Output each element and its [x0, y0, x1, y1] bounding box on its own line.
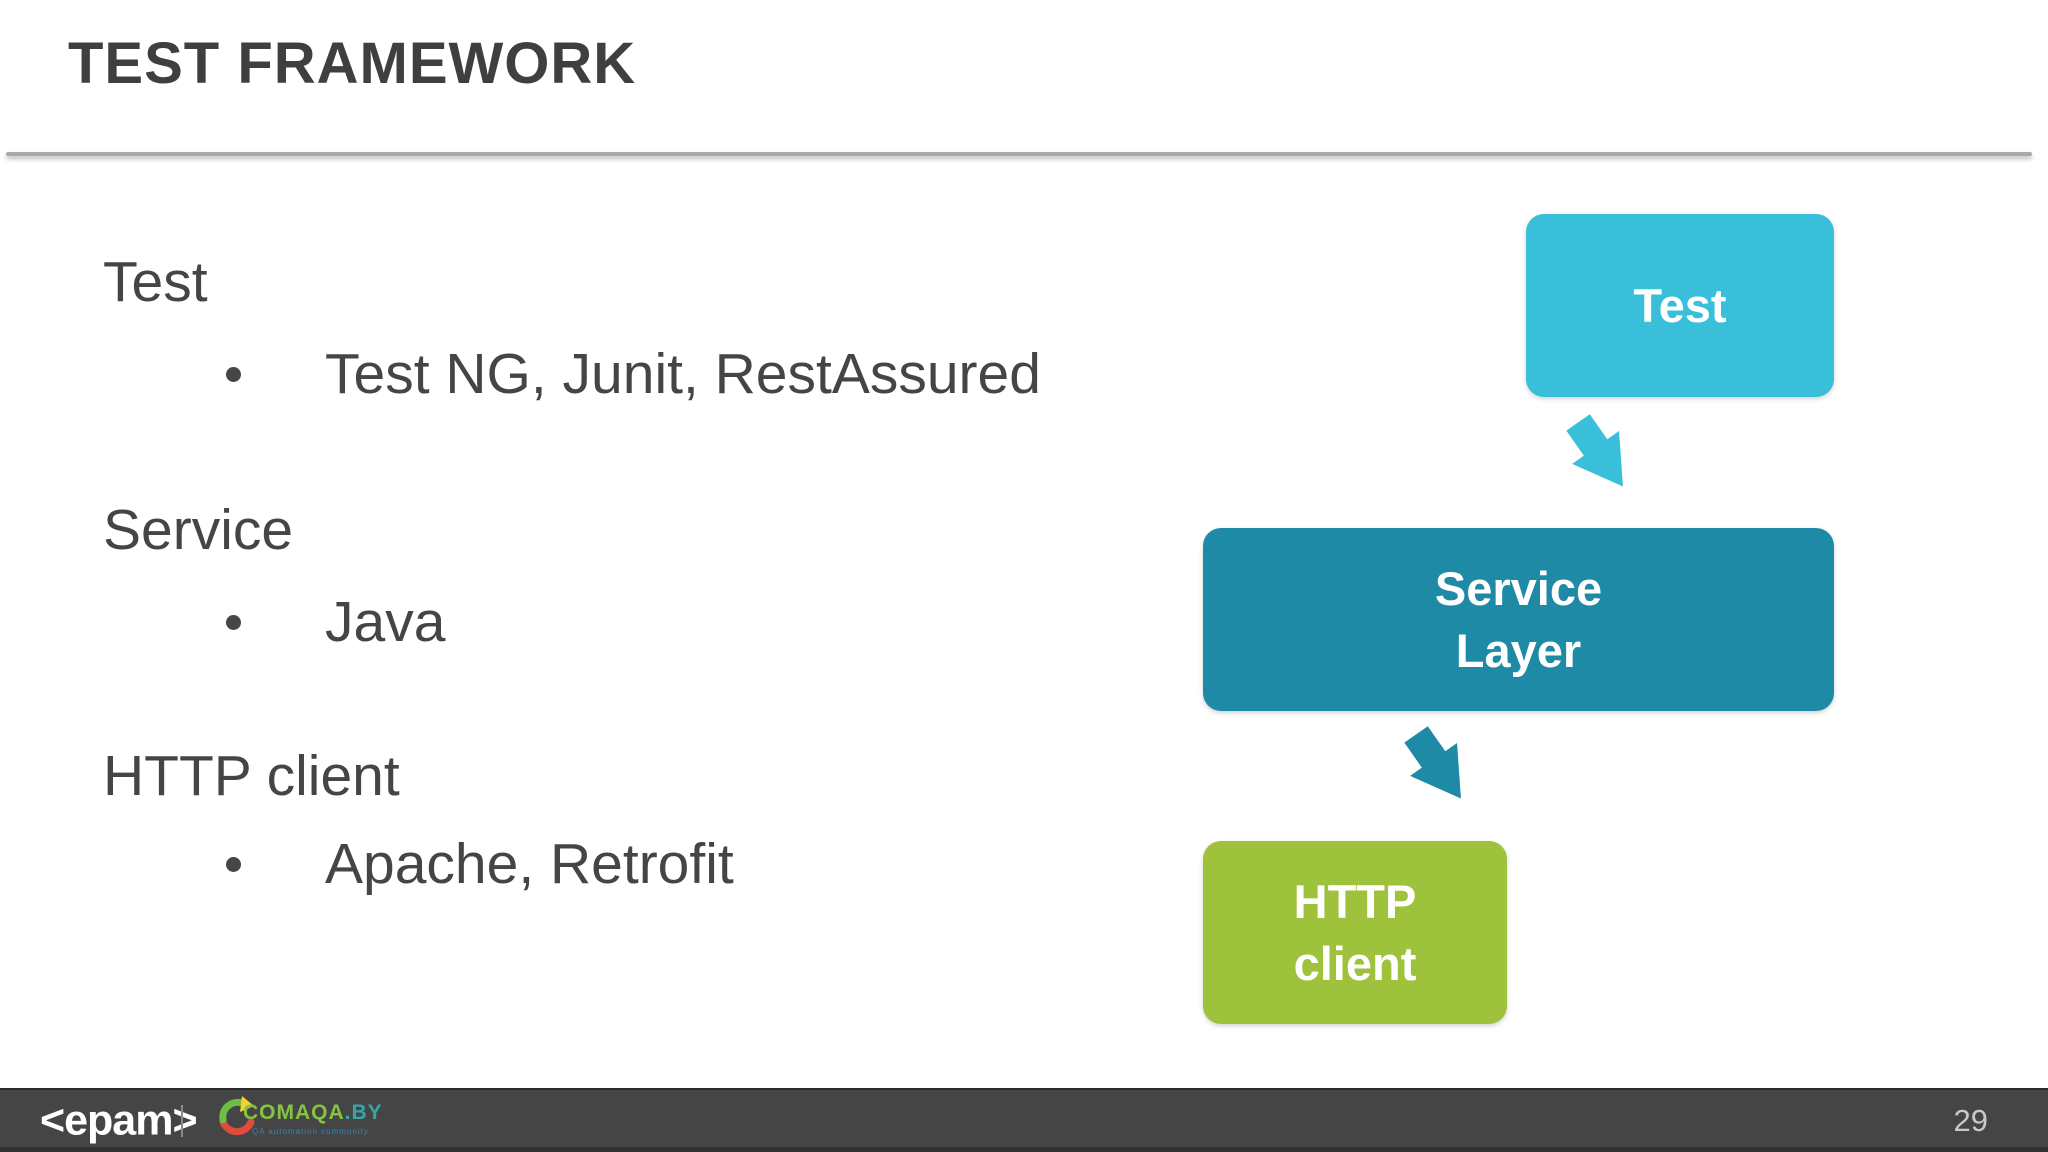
bullet-item: Test NG, Junit, RestAssured	[226, 340, 1041, 408]
section-heading-test: Test	[103, 250, 208, 314]
arrow-shape	[1404, 726, 1461, 799]
diagram-node-label: Service	[1434, 561, 1603, 615]
comaqa-wordmark: COMAQA.BY	[243, 1101, 383, 1125]
footer-divider	[181, 1105, 183, 1137]
bullet-icon	[226, 614, 241, 630]
page-title: TEST FRAMEWORK	[68, 31, 637, 96]
arrow-down-icon	[1566, 414, 1623, 487]
bullet-item-label: Java	[325, 590, 446, 654]
comaqa-tagline: QA automation community	[252, 1127, 369, 1136]
bullet-icon	[226, 856, 241, 872]
arrow-shape	[1566, 414, 1623, 487]
epam-logo: <epam>	[40, 1096, 198, 1145]
bullet-item: Apache, Retrofit	[226, 830, 734, 898]
section-heading-http-client: HTTP client	[103, 744, 400, 808]
section-heading-service: Service	[103, 498, 294, 562]
diagram-node-label: client	[1293, 936, 1417, 990]
bullet-item-label: Apache, Retrofit	[325, 832, 734, 896]
arrow-down-icon	[1404, 726, 1461, 799]
bullet-item-label: Test NG, Junit, RestAssured	[325, 342, 1041, 406]
diagram-node-label: HTTP	[1293, 874, 1417, 928]
diagram-node-label: Test	[1633, 278, 1727, 332]
comaqa-name-text: COMAQA	[243, 1101, 345, 1124]
page-number: 29	[1953, 1103, 1988, 1138]
diagram-node-test: Test	[1526, 214, 1834, 397]
comaqa-suffix-text: .BY	[344, 1101, 383, 1124]
bullet-item: Java	[226, 588, 445, 656]
comaqa-logo: COMAQA.BY QA automation community	[219, 1096, 420, 1146]
header-divider	[6, 152, 2032, 156]
diagram-node-label: Layer	[1455, 623, 1582, 677]
footer-bar: <epam> COMAQA.BY QA automation community…	[0, 1088, 2048, 1152]
bullet-icon	[226, 366, 241, 382]
diagram-node-http-client: HTTP client	[1203, 841, 1507, 1024]
diagram-node-service-layer: Service Layer	[1203, 528, 1834, 711]
comaqa-ring-icon	[219, 1096, 255, 1136]
